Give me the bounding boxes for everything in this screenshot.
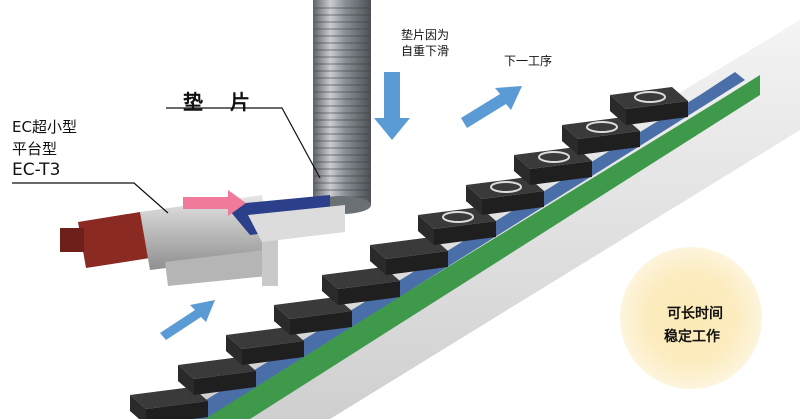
label-next-process: 下一工序 [504,54,553,68]
stability-badge [620,247,762,389]
actuator-motor [78,212,150,268]
label-gravity-line2: 自重下滑 [401,44,450,58]
label-actuator-line2: 平台型 [12,140,58,158]
feeder-tube-rings [314,7,370,198]
workpiece-block [562,117,640,155]
actuator-slider [165,250,268,286]
badge-line1: 可长时间 [667,306,723,322]
label-actuator-line1: EC超小型 [12,118,77,136]
label-gravity-line1: 垫片因为 [401,28,450,42]
leader-line-pad [166,107,321,179]
pusher-plate [248,205,345,242]
workpiece-block [418,207,496,245]
workpiece-block [370,237,448,275]
pad-ring [586,121,618,133]
badge-line2: 稳定工作 [664,329,720,345]
pad-ring [442,211,474,223]
workpiece-block [610,87,688,125]
label-actuator-model: EC-T3 [12,160,61,180]
workpiece-block [322,267,400,305]
pad-ring [490,181,522,193]
down-arrow-icon [374,72,410,140]
up-right-arrow-icon [160,300,215,340]
workpiece-block [226,327,304,365]
label-pad: 垫 片 [183,90,260,114]
actuator-motor-cap [60,228,84,252]
workpiece-block [466,177,544,215]
pad-ring [538,151,570,163]
workpiece-block [274,297,352,335]
up-right-arrow-icon [461,86,522,128]
leader-line-actuator [12,182,169,214]
feeder-tube [313,0,371,205]
workpiece-block [514,147,592,185]
workpiece-block [130,387,208,419]
actuator-rod [262,228,278,286]
conveyor-blue-band [175,72,745,419]
right-arrow-icon [183,190,246,216]
actuator-ec-t3 [60,195,345,286]
pad-ring [634,91,666,103]
workpiece-row [130,87,688,419]
workpiece-block [178,357,256,395]
